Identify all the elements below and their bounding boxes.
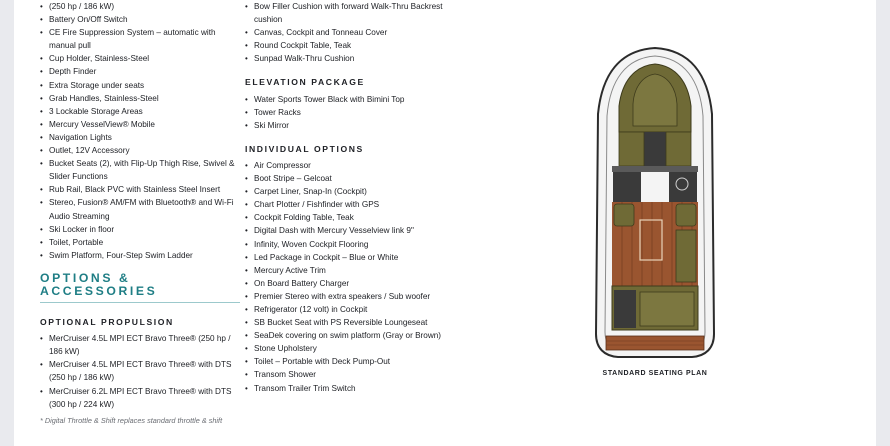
list-item: Mercury VesselView® Mobile <box>40 118 240 131</box>
right-column: Bow Filler Cushion with forward Walk-Thr… <box>245 0 455 395</box>
list-item: Transom Shower <box>245 368 455 381</box>
list-item: MerCruiser 6.2L MPI ECT Bravo Three® wit… <box>40 385 240 411</box>
list-item: Bucket Seats (2), with Flip-Up Thigh Ris… <box>40 157 240 183</box>
list-item: Transom Trailer Trim Switch <box>245 382 455 395</box>
steering-wheel-icon <box>675 177 689 191</box>
list-item: SeaDek covering on swim platform (Gray o… <box>245 329 455 342</box>
list-item: Refrigerator (12 volt) in Cockpit <box>245 303 455 316</box>
list-item: Ski Locker in floor <box>40 223 240 236</box>
list-item: Bow Filler Cushion with forward Walk-Thr… <box>245 0 455 26</box>
starboard-bow-seat <box>665 131 692 167</box>
list-item: Led Package in Cockpit – Blue or White <box>245 251 455 264</box>
top-options-list: Bow Filler Cushion with forward Walk-Thr… <box>245 0 455 66</box>
brochure-page: (250 hp / 186 kW) Battery On/Off Switch … <box>14 0 876 446</box>
platform-planks <box>606 340 704 346</box>
list-item: Cockpit Folding Table, Teak <box>245 211 455 224</box>
list-item: Outlet, 12V Accessory <box>40 144 240 157</box>
left-column: (250 hp / 186 kW) Battery On/Off Switch … <box>40 0 240 427</box>
swim-platform <box>605 335 705 351</box>
list-item: SB Bucket Seat with PS Reversible Lounge… <box>245 316 455 329</box>
individual-options-list: Air Compressor Boot Stripe – Gelcoat Car… <box>245 159 455 395</box>
boat-seating-plan-image <box>594 46 716 358</box>
elevation-list: Water Sports Tower Black with Bimini Top… <box>245 93 455 132</box>
list-item: 3 Lockable Storage Areas <box>40 105 240 118</box>
list-item: Infinity, Woven Cockpit Flooring <box>245 238 455 251</box>
optional-propulsion-heading: OPTIONAL PROPULSION <box>40 317 174 328</box>
helm-bucket-seat <box>675 203 697 227</box>
list-item: Chart Plotter / Fishfinder with GPS <box>245 198 455 211</box>
elevation-package-heading: ELEVATION PACKAGE <box>245 77 365 88</box>
list-item: Depth Finder <box>40 65 240 78</box>
footnote: * Digital Throttle & Shift replaces stan… <box>40 415 223 425</box>
list-item: Water Sports Tower Black with Bimini Top <box>245 93 455 106</box>
list-item: CE Fire Suppression System – automatic w… <box>40 26 240 52</box>
list-item: Air Compressor <box>245 159 455 172</box>
list-item: Swim Platform, Four-Step Swim Ladder <box>40 249 240 262</box>
list-item: Ski Mirror <box>245 119 455 132</box>
list-item: Premier Stereo with extra speakers / Sub… <box>245 290 455 303</box>
list-item: Boot Stripe – Gelcoat <box>245 172 455 185</box>
list-item: Navigation Lights <box>40 131 240 144</box>
list-item: Battery On/Off Switch <box>40 13 240 26</box>
list-item: (250 hp / 186 kW) <box>40 0 240 13</box>
list-item: Sunpad Walk-Thru Cushion <box>245 52 455 65</box>
list-item: Digital Dash with Mercury Vesselview lin… <box>245 224 455 237</box>
port-bow-seat <box>618 131 645 167</box>
list-item: MerCruiser 4.5L MPI ECT Bravo Three® (25… <box>40 332 240 358</box>
list-item: Mercury Active Trim <box>245 264 455 277</box>
propulsion-list: MerCruiser 4.5L MPI ECT Bravo Three® (25… <box>40 332 240 411</box>
list-item: Tower Racks <box>245 106 455 119</box>
standard-features-list: (250 hp / 186 kW) Battery On/Off Switch … <box>40 0 240 262</box>
list-item: MerCruiser 4.5L MPI ECT Bravo Three® wit… <box>40 358 240 384</box>
list-item: Canvas, Cockpit and Tonneau Cover <box>245 26 455 39</box>
list-item: Grab Handles, Stainless-Steel <box>40 92 240 105</box>
windshield <box>612 166 698 172</box>
aft-walkway <box>614 290 636 328</box>
bow-filler <box>632 73 678 127</box>
list-item: Stereo, Fusion® AM/FM with Bluetooth® an… <box>40 196 240 222</box>
port-bucket-seat <box>613 203 635 227</box>
list-item: Carpet Liner, Snap-In (Cockpit) <box>245 185 455 198</box>
list-item: Extra Storage under seats <box>40 79 240 92</box>
walk-thru-deck <box>644 132 666 166</box>
seating-plan-caption: STANDARD SEATING PLAN <box>602 370 708 377</box>
individual-options-heading: INDIVIDUAL OPTIONS <box>245 143 364 154</box>
list-item: Cup Holder, Stainless-Steel <box>40 52 240 65</box>
starboard-side-seat <box>675 229 697 283</box>
options-accessories-heading: OPTIONS & ACCESSORIES <box>40 271 240 304</box>
list-item: Toilet, Portable <box>40 236 240 249</box>
list-item: Stone Upholstery <box>245 342 455 355</box>
cockpit-table <box>639 219 663 261</box>
list-item: Toilet – Portable with Deck Pump-Out <box>245 355 455 368</box>
list-item: On Board Battery Charger <box>245 277 455 290</box>
list-item: Round Cockpit Table, Teak <box>245 39 455 52</box>
port-console <box>613 172 641 202</box>
helm-console <box>669 172 697 202</box>
list-item: Rub Rail, Black PVC with Stainless Steel… <box>40 183 240 196</box>
sunpad <box>639 291 695 327</box>
